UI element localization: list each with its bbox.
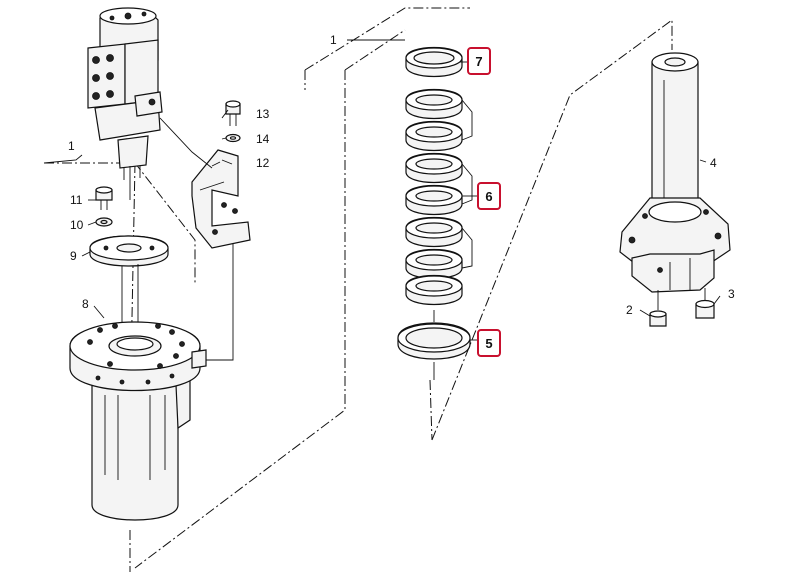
callout-5[interactable]: 5 bbox=[477, 329, 501, 357]
part-12-bracket bbox=[191, 149, 251, 249]
leader-bracket-housing bbox=[200, 244, 234, 361]
label-3: 3 bbox=[728, 287, 735, 301]
label-group-left: 1 bbox=[68, 139, 75, 153]
label-10: 10 bbox=[70, 218, 84, 232]
callout-7[interactable]: 7 bbox=[467, 47, 491, 75]
part-13-bolt bbox=[225, 100, 241, 126]
part-2-plug bbox=[649, 290, 667, 327]
part-8-housing bbox=[69, 321, 207, 521]
assembly-frame-center bbox=[134, 7, 470, 569]
part-5-o-ring bbox=[397, 322, 471, 360]
callout-7-text: 7 bbox=[475, 54, 482, 69]
leader-lines bbox=[43, 39, 721, 341]
callout-6[interactable]: 6 bbox=[477, 182, 501, 210]
part-10-washer bbox=[95, 217, 113, 227]
assembly-frame-left bbox=[44, 162, 196, 572]
part-7-seal-ring bbox=[405, 46, 463, 78]
part-11-bolt bbox=[95, 186, 113, 210]
part-9-flange bbox=[89, 235, 169, 267]
label-13: 13 bbox=[256, 107, 270, 121]
part-6-ring-stack bbox=[405, 88, 473, 306]
leader-motor-bracket bbox=[159, 117, 213, 169]
label-9: 9 bbox=[70, 249, 77, 263]
label-8: 8 bbox=[82, 297, 89, 311]
part-4-spindle bbox=[619, 52, 731, 293]
label-14: 14 bbox=[256, 132, 270, 146]
assembly-frame-right bbox=[429, 19, 673, 441]
label-2: 2 bbox=[626, 303, 633, 317]
label-4: 4 bbox=[710, 156, 717, 170]
part-14-washer bbox=[225, 133, 241, 143]
part-3-plug bbox=[695, 288, 715, 319]
hydraulic-motor bbox=[87, 7, 163, 200]
axis-lines-left bbox=[121, 264, 139, 330]
callout-6-text: 6 bbox=[485, 189, 492, 204]
callout-5-text: 5 bbox=[485, 336, 492, 351]
label-group-center: 1 bbox=[330, 33, 337, 47]
label-11: 11 bbox=[70, 193, 83, 207]
part-labels: 1 1 11 10 9 8 13 14 12 4 2 3 bbox=[68, 33, 735, 317]
label-12: 12 bbox=[256, 156, 270, 170]
